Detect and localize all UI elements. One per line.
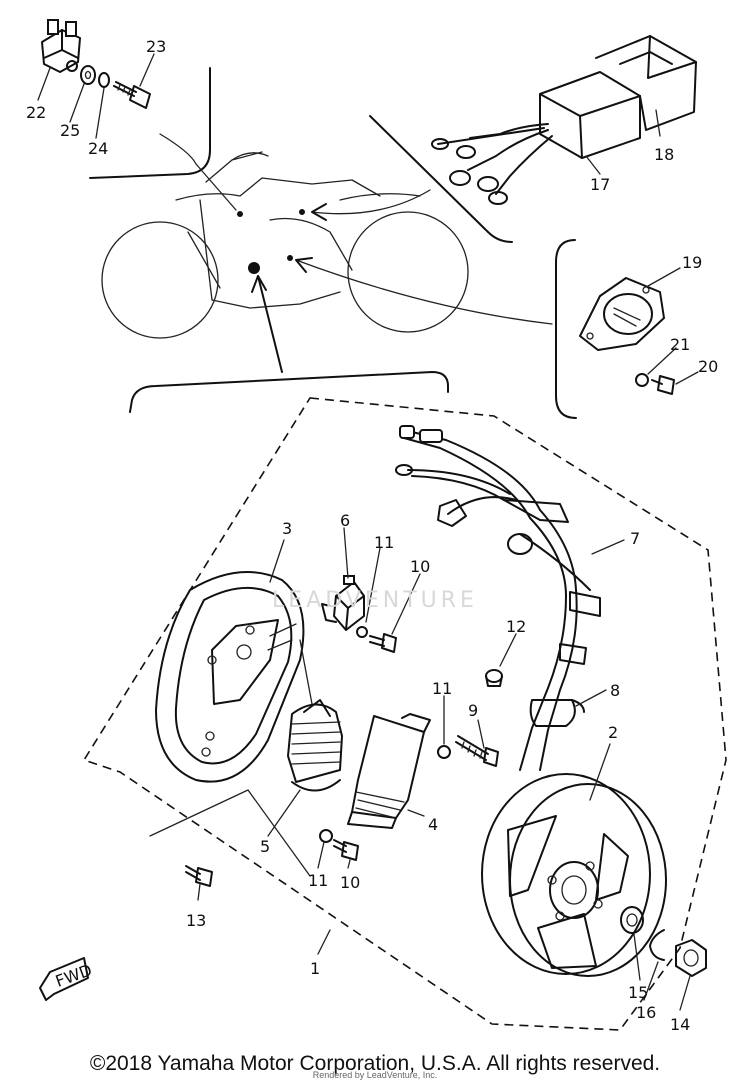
callout-20: 20 [698,357,718,376]
part-21-washer [635,373,649,387]
callout-11-upper: 11 [374,533,394,552]
part-11-washer-b [437,745,451,759]
callout-5: 5 [260,837,270,856]
part-24-washer [98,72,110,88]
callout-17: 17 [590,175,610,194]
part-6-pickup-coil [321,575,365,631]
callout-11-middle: 11 [432,679,452,698]
callout-25: 25 [60,121,80,140]
part-5-charging-coil [287,699,343,792]
part-4-source-coil [347,713,431,829]
callout-1: 1 [310,959,320,978]
part-8-clamp [529,699,585,727]
callout-8: 8 [610,681,620,700]
callout-7: 7 [630,529,640,548]
part-15-washer [620,906,644,934]
part-18-rubber-cover [595,35,697,131]
callout-9: 9 [468,701,478,720]
leader-switch [159,133,237,211]
callout-2: 2 [608,723,618,742]
part-11-washer-a [356,626,368,638]
callout-6: 6 [340,511,350,530]
part-17-cdi-unit [431,71,641,205]
render-credit: Rendered by LeadVenture, Inc. [312,1070,438,1080]
callout-15: 15 [628,983,648,1002]
callout-3: 3 [282,519,292,538]
arrow-magneto [251,275,267,293]
copyright-notice: ©2018 Yamaha Motor Corporation, U.S.A. A… [89,1052,661,1075]
fwd-label: FWD [53,960,95,991]
arrow-regulator [295,257,313,273]
callout-12: 12 [506,617,526,636]
part-23-bolt [113,81,151,109]
callout-22: 22 [26,103,46,122]
leader-magneto [257,275,283,373]
callout-24: 24 [88,139,108,158]
part-9-screw [455,735,499,767]
callout-16: 16 [636,1003,656,1022]
part-10-screw-b [333,839,359,861]
callout-leaders [37,53,699,1011]
callout-4: 4 [428,815,438,834]
part-13-screw [185,865,213,887]
inset-bracket-top-right [369,115,513,243]
callout-18: 18 [654,145,674,164]
watermark-text: LEADVENTURE [272,588,478,613]
inset-bracket-middle [129,371,449,413]
part-11-washer-c [319,829,333,843]
part-2-rotor [481,773,667,977]
part-12-screw [485,669,503,687]
part-25-washer [80,65,96,85]
inset-bracket-right [555,239,577,419]
callout-19: 19 [682,253,702,272]
callout-10-upper: 10 [410,557,430,576]
callout-13: 13 [186,911,206,930]
motorcycle-silhouette [101,151,469,339]
assembly-outline [82,397,727,1031]
callout-23: 23 [146,37,166,56]
leader-regulator [295,259,553,325]
fwd-arrow-badge: FWD [39,957,95,1001]
part-16-clip [649,929,665,961]
callout-14: 14 [670,1015,690,1034]
part-10-screw-a [369,633,397,653]
leader-cdi [311,189,431,215]
callout-11-lower: 11 [308,871,328,890]
part-7-wire-harness [395,425,601,771]
part-19-voltage-regulator [579,277,665,351]
callout-10-lower: 10 [340,873,360,892]
callout-21: 21 [670,335,690,354]
inset-bracket-top-left [89,67,211,179]
arrow-cdi [311,203,327,221]
part-20-bolt [651,375,675,395]
part-22-switch [41,19,81,73]
part-14-nut [675,939,707,977]
callouts: 1 2 3 4 5 6 7 8 9 10 10 11 11 11 12 13 1… [26,37,718,1034]
